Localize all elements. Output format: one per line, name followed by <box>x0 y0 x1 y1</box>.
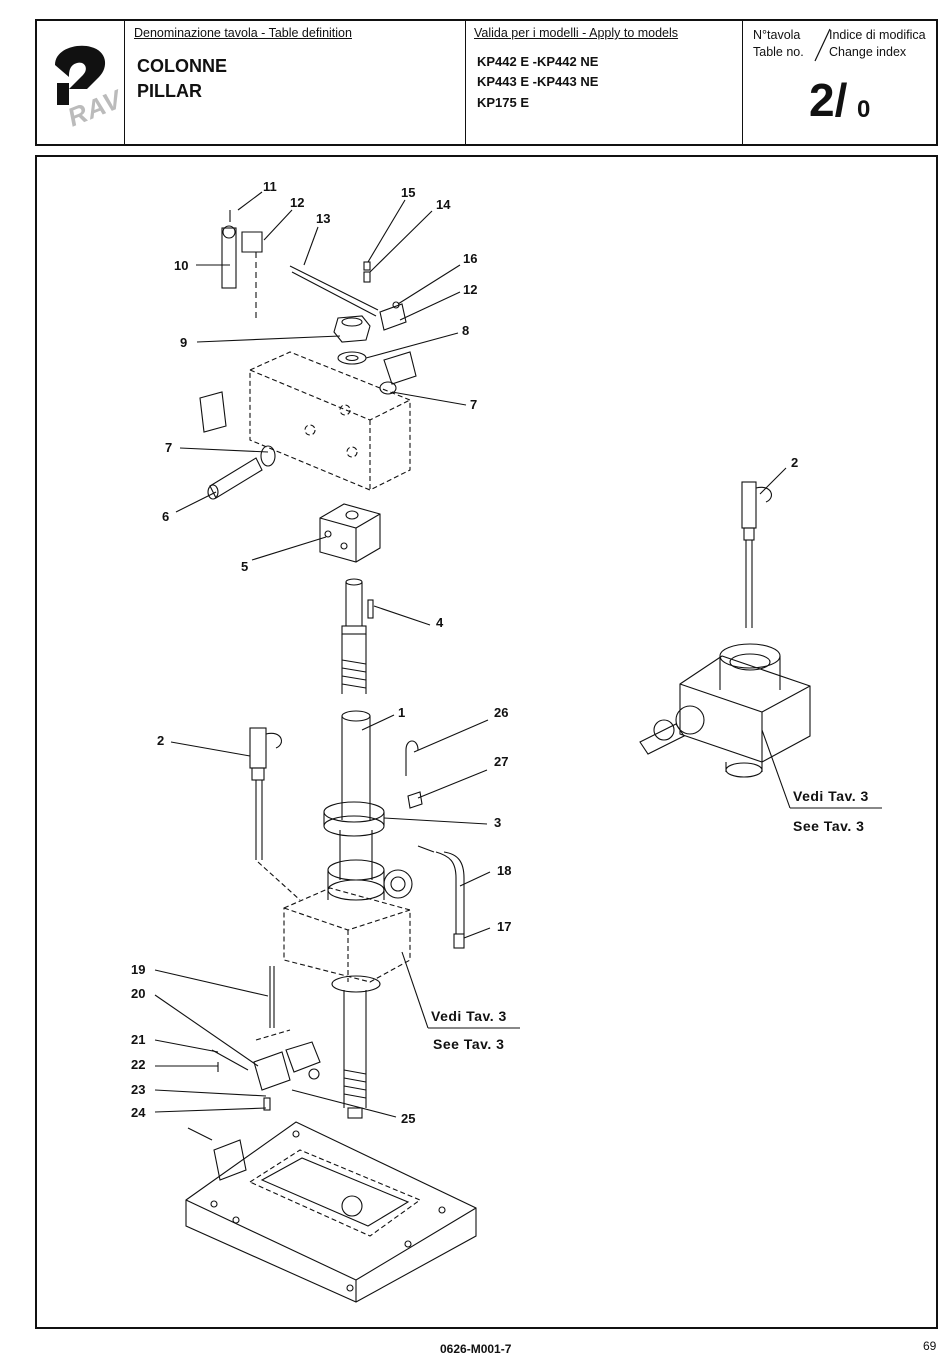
switch-block <box>249 351 411 491</box>
part-label: 8 <box>462 323 470 338</box>
base-plate <box>185 1121 477 1303</box>
part-label: 26 <box>494 705 509 720</box>
table-definition-caption: Denominazione tavola - Table definition <box>134 26 352 40</box>
see-table-ref-en: See Tav. 3 <box>793 818 865 834</box>
part-label: 6 <box>162 509 170 524</box>
model-line-2: KP443 E -KP443 NE <box>477 74 599 89</box>
part-label: 7 <box>470 397 478 412</box>
title-italian: COLONNE <box>137 56 227 76</box>
change-index-label-en: Change index <box>829 45 907 59</box>
part-label: 12 <box>463 282 478 297</box>
part-label: 12 <box>290 195 305 210</box>
part-label: 20 <box>131 986 146 1001</box>
table-no-label-it: N°tavola <box>753 28 801 42</box>
part-label: 10 <box>174 258 189 273</box>
part-label: 23 <box>131 1082 146 1097</box>
rav-logo: RAV <box>47 43 126 132</box>
table-number: 2/ <box>809 74 848 126</box>
upper-shaft <box>341 578 367 694</box>
gearbox-right <box>639 643 811 778</box>
valid-models-caption: Valida per i modelli - Apply to models <box>474 26 679 40</box>
sensor-2-right <box>741 481 772 628</box>
diagram-frame <box>35 155 938 1329</box>
title-block: RAV Denominazione tavola - Table definit… <box>35 19 938 146</box>
part-label: 9 <box>180 335 188 350</box>
switch-assembly <box>211 1029 321 1111</box>
part-label: 1 <box>398 705 406 720</box>
sensor-2-left <box>249 727 301 901</box>
part-label: 4 <box>436 615 444 630</box>
see-table-ref-it: Vedi Tav. 3 <box>431 1008 507 1024</box>
part-label: 14 <box>436 197 451 212</box>
page-number: 69 <box>923 1339 937 1353</box>
part-label: 24 <box>131 1105 146 1120</box>
part-label: 3 <box>494 815 502 830</box>
model-line-1: KP442 E -KP442 NE <box>477 54 599 69</box>
divider <box>465 21 466 144</box>
gearbox-top <box>327 830 413 901</box>
divider <box>742 21 743 144</box>
part-label: 2 <box>157 733 165 748</box>
change-index-value: 0 <box>857 96 871 123</box>
part-label: 17 <box>497 919 512 934</box>
part-label: 16 <box>463 251 478 266</box>
part-label: 11 <box>263 179 277 194</box>
part-label: 22 <box>131 1057 146 1072</box>
part-label: 5 <box>241 559 249 574</box>
part-label: 27 <box>494 754 509 769</box>
leader-lines <box>154 191 882 1118</box>
lower-shaft <box>331 975 381 1119</box>
part-label: 7 <box>165 440 173 455</box>
divider <box>124 21 125 144</box>
see-table-ref-it: Vedi Tav. 3 <box>793 788 869 804</box>
part-label: 19 <box>131 962 146 977</box>
part-label: 15 <box>401 185 416 200</box>
part-label: 13 <box>316 211 331 226</box>
document-code: 0626-M001-7 <box>440 1342 512 1356</box>
part-label: 2 <box>791 455 799 470</box>
part-label: 18 <box>497 863 512 878</box>
see-table-ref-en: See Tav. 3 <box>433 1036 505 1052</box>
title-english: PILLAR <box>137 81 202 101</box>
table-no-label-en: Table no. <box>753 45 804 59</box>
part-label: 21 <box>131 1032 146 1047</box>
part-label: 25 <box>401 1111 416 1126</box>
gearbox <box>283 887 411 983</box>
model-line-3: KP175 E <box>477 95 530 110</box>
part-10-handle <box>221 225 237 289</box>
change-index-label-it: Indice di modifica <box>829 28 926 42</box>
